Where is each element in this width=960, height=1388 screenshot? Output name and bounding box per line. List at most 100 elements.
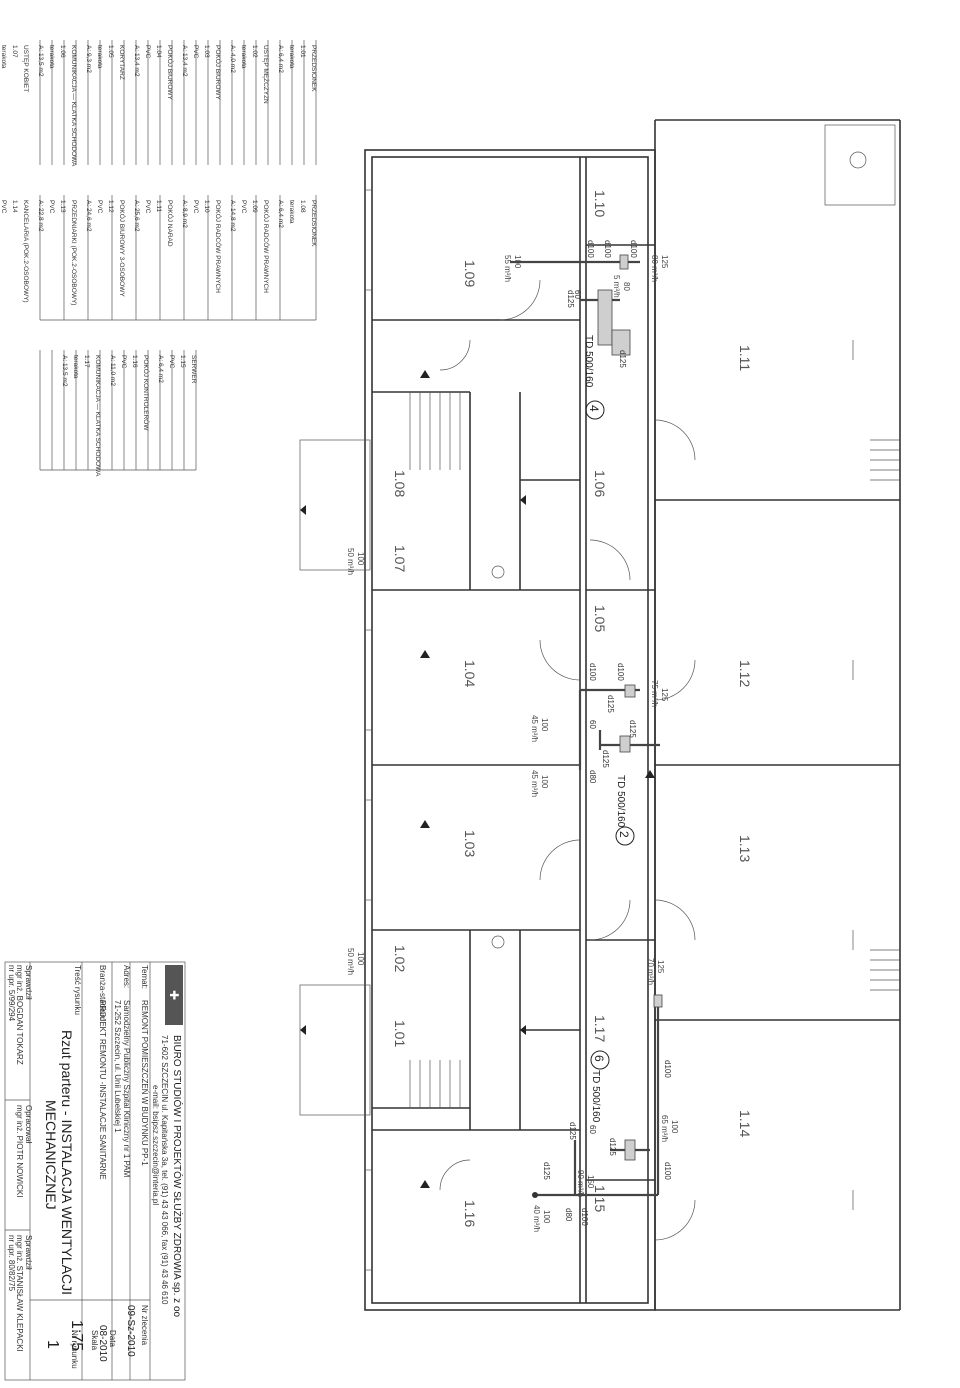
room-label-1-04: 1.04 [462, 660, 478, 687]
room-table-mid [39, 195, 317, 321]
flow-1-03: 45 m³/h [530, 770, 539, 797]
temat: REMONT POMIESZCZEŃ W BUDYNKU PP-1 [140, 1000, 149, 1166]
room-label-1-03: 1.03 [462, 830, 478, 857]
data-label: Data [108, 1330, 117, 1347]
projektowal-upr: nr upr. 80/82/75 [7, 1235, 16, 1292]
drawing-title-2: MECHANICZNEJ [43, 1100, 59, 1210]
building-walls [299, 119, 901, 1311]
table-cell: 1.17 [83, 355, 90, 368]
table-cell: terakota [288, 45, 295, 69]
flow-1-10-diam: 80 [622, 282, 631, 291]
sprawdzil-label: Sprawdził [24, 965, 33, 1000]
table-cell: terakota [96, 45, 103, 69]
sprawdzil-name: mgr inż. BOGDAN TOKARZ [15, 965, 24, 1065]
duct-label-9: d125 [606, 695, 615, 713]
flow-1-11-diam: 125 [660, 255, 669, 269]
table-cell: PVC [144, 45, 151, 59]
duct-label-20: d80 [564, 1208, 573, 1222]
table-cell: A: 22,8 m2 [37, 200, 44, 232]
table-cell: 1.11 [155, 200, 162, 213]
room-label-1-16: 1.16 [462, 1200, 478, 1227]
temat-label: Temat: [140, 965, 149, 989]
duct-label-11: 60 [588, 720, 597, 729]
room-label-1-10: 1.10 [592, 190, 608, 217]
unit-2: TD 500/160 2 [615, 775, 635, 846]
table-cell: USTĘP MĘŻCZYZN [262, 45, 271, 104]
unit-6-label: TD 500/160 [590, 1070, 601, 1123]
flow-1-04: 45 m³/h [530, 715, 539, 742]
table-cell: A: 13,4 m2 [181, 45, 188, 77]
flow-labels: 55 m³/h 100 80 m³/h 125 5 m³/h 80 45 m³/… [346, 255, 679, 1232]
table-cell: A: 9,3 m2 [85, 45, 92, 73]
duct-label-4: d125 [566, 290, 575, 308]
table-cell: 1.03 [203, 45, 210, 58]
drawing-title-1: Rzut parteru - INSTALACJA WENTYLACJI [59, 1030, 75, 1295]
duct-label-5: 60 [573, 290, 582, 299]
table-cell: A: 13,5 m2 [37, 45, 44, 77]
table-cell: A: 4,0 m2 [229, 45, 236, 73]
table-cell: A: 8,9 m2 [181, 200, 188, 228]
table-cell: PVC [96, 200, 103, 214]
table-cell: terakota [240, 45, 247, 69]
table-cell: A: 14,8 m2 [229, 200, 236, 232]
damper-1 [611, 329, 631, 356]
flow-1-10: 5 m³/h [612, 275, 621, 298]
table-cell: 1.07 [11, 45, 18, 58]
flow-1-12-diam: 125 [660, 688, 669, 702]
flow-1-16-diam: 150 [586, 1175, 595, 1189]
table-cell: 1.05 [107, 45, 114, 58]
table-cell: PVC [120, 355, 127, 369]
table-cell: A: 6,4 m2 [277, 45, 284, 73]
table-cell: PVC [192, 200, 199, 214]
room-label-1-02: 1.02 [392, 945, 408, 972]
table-cell: KOMUNIKACJA — KLATKA SCHODOWA [94, 355, 101, 477]
data-value: 08-2010 [97, 1325, 108, 1362]
table-cell: A: 6,4 m2 [157, 355, 164, 383]
flow-1-14-diam: 100 [670, 1120, 679, 1134]
ventilation-system-mid [578, 684, 660, 770]
ventilation-system-bottom [532, 994, 663, 1198]
table-cell: 1.14 [11, 200, 18, 213]
room-table-right [39, 350, 197, 471]
duct-label-8: d100 [616, 663, 625, 681]
unit-6: TD 500/160 6 [590, 1050, 610, 1123]
opracowal-label: Opracował [24, 1105, 33, 1143]
table-cell: A: 13,5 m2 [61, 355, 68, 387]
room-label-1-06: 1.06 [592, 470, 608, 497]
nr-zlecenia: 09-Sz-2010 [125, 1305, 136, 1357]
office-name: BIURO STUDIÓW I PROJEKTÓW SŁUŻBY ZDROWIA… [171, 1035, 184, 1318]
room-label-1-12: 1.12 [737, 660, 753, 687]
table-cell: 1.01 [299, 45, 306, 58]
table-cell: A: 13,4 m2 [133, 45, 140, 77]
duct-label-17: 60 [588, 1125, 597, 1134]
table-cell: PVC [168, 355, 175, 369]
table-cell: 1.09 [251, 200, 258, 213]
flow-1-02-diam: 100 [356, 952, 365, 966]
office-address: 71-602 SZCZECIN ul. Kapitańska 3a, tel. … [160, 1035, 169, 1305]
skala-value: 1:75 [68, 1320, 85, 1351]
table-cell: PRZEDSIONEK [310, 200, 317, 247]
table-cell: 1.10 [203, 200, 210, 213]
table-cell: POKÓJ NARAD [166, 200, 175, 247]
flow-1-15-diam: 100 [542, 1210, 551, 1224]
duct-label-18: d125 [608, 1138, 617, 1156]
duct-label-15: d100 [663, 1060, 672, 1078]
flow-1-16: 90 m³/h [576, 1170, 585, 1197]
table-cell: A: 25,6 m2 [133, 200, 140, 232]
unit-4-label: TD 500/160 [583, 335, 594, 388]
duct-label-12: d125 [601, 750, 610, 768]
duct-label-3: d100 [629, 240, 638, 258]
flow-1-13: 70 m³/h [646, 958, 655, 985]
table-cell: terakota [72, 355, 79, 379]
table-cell: terakota [288, 200, 295, 224]
sprawdzil-upr: nr upr. 5/99/294 [7, 965, 16, 1022]
room-label-1-11: 1.11 [737, 345, 753, 371]
table-cell: 1.16 [131, 355, 138, 368]
duct-label-16: d125 [542, 1162, 551, 1180]
room-table-left [39, 40, 317, 165]
table-cell: POKÓJ BIUROWY [214, 45, 223, 101]
